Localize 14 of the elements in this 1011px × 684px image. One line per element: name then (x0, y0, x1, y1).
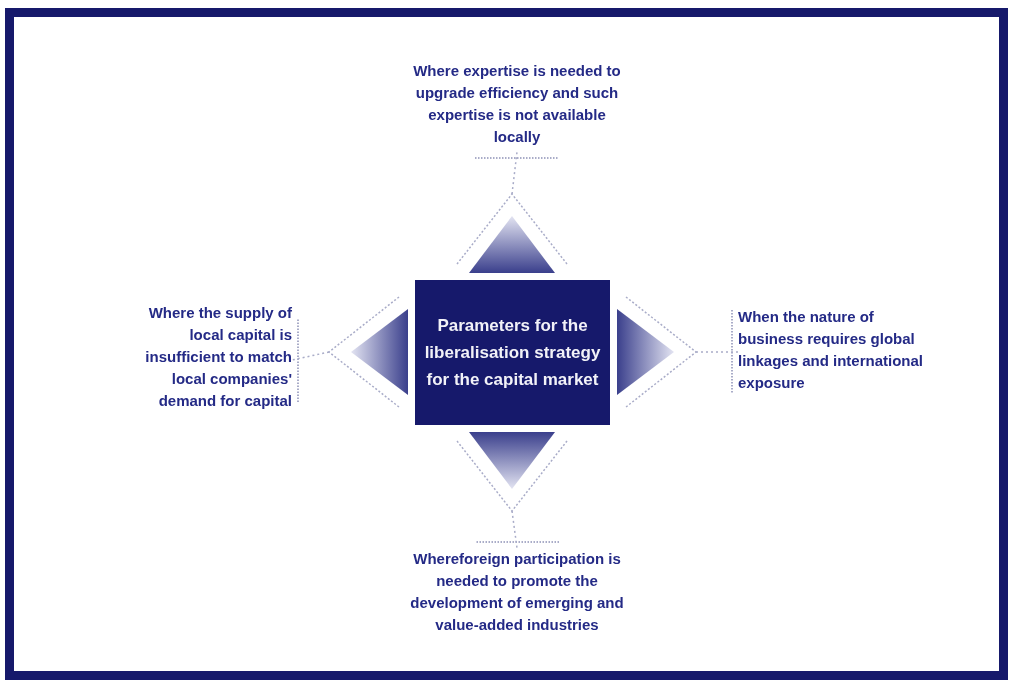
pointer-triangle (615, 297, 696, 407)
box-text: Parameters for the liberalisation strategy for the capital market (423, 315, 602, 391)
pointer-triangle (457, 430, 567, 511)
pointer-triangle (329, 297, 410, 407)
condition-text: Where expertise is needed to upgrade efficiency and such expertise is not available locally (407, 60, 627, 152)
pointer-triangle (457, 194, 567, 275)
connector-line (695, 309, 739, 395)
condition-text: When the nature of business requires global linkages and international exposure (738, 306, 928, 398)
connector-line (474, 510, 560, 549)
connector-line (474, 151, 560, 195)
center-box (415, 280, 610, 425)
condition-text: Where the supply of local capital is insufficient to match local companies' demand for capital (124, 302, 292, 418)
connector-line (291, 317, 330, 403)
condition-text: Whereforeign participation is needed to promote the development of emerging and value-added industries (407, 548, 627, 640)
